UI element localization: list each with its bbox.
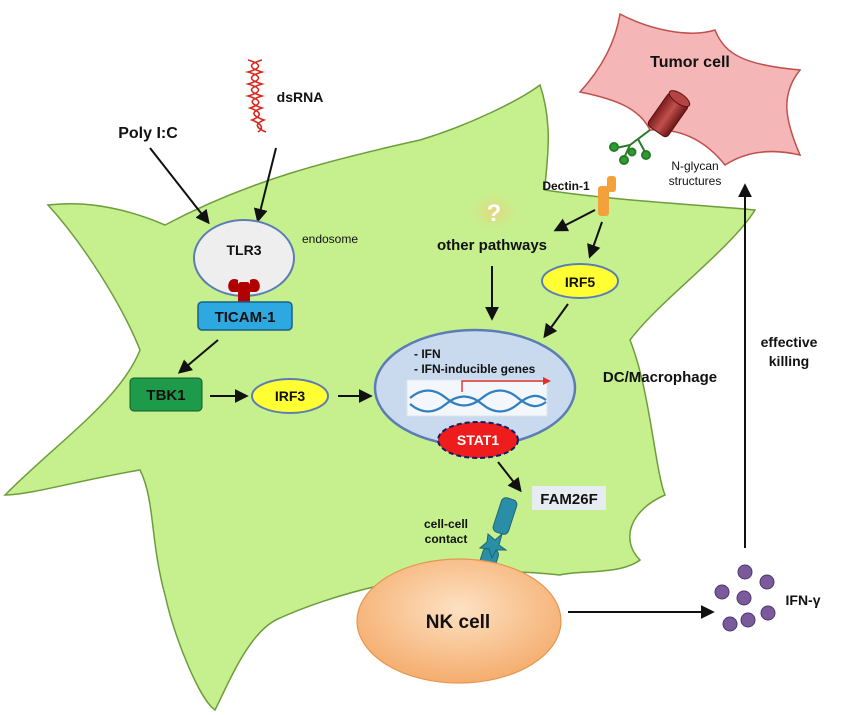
fam26f-bg (532, 486, 606, 510)
tlr3-receptor-icon (228, 278, 260, 304)
ifn-gamma-label: IFN-γ (786, 592, 821, 608)
arrow-dsrna-tlr3 (253, 147, 277, 223)
tumor-receptor-icon (647, 90, 691, 138)
arrow-dectin-other (553, 209, 596, 232)
tbk1-box (129, 377, 203, 412)
arrow-polyic-tlr3 (149, 147, 210, 225)
dc-macrophage-label: DC/Macrophage (603, 369, 717, 386)
arrow-ticam1-tbk1 (177, 339, 219, 374)
arrow-dectin-irf5 (587, 221, 603, 259)
cellcell-label-2: contact (425, 532, 468, 546)
nglycan-label-1: N-glycan (671, 159, 718, 173)
ticam1-label: TICAM-1 (215, 309, 276, 326)
polyic-label: Poly I:C (118, 125, 178, 142)
arrow-stat1-fam26f (497, 461, 522, 493)
stat1-oval (437, 421, 519, 459)
nglycan-label-2: structures (669, 174, 722, 188)
arrow-irf5-nucleus (543, 303, 569, 339)
nk-cell-label: NK cell (426, 612, 490, 633)
tbk1-label: TBK1 (146, 387, 185, 404)
dectin1-label: Dectin-1 (542, 179, 590, 193)
ifn-gamma-molecules-icon (714, 564, 776, 632)
question-mark: ? (487, 200, 502, 227)
transcription-arrow (461, 380, 548, 392)
irf5-oval (541, 263, 619, 299)
dna-panel (406, 379, 548, 417)
tumor-cell (578, 12, 802, 166)
ticam1-box (197, 301, 293, 331)
fam26f-label: FAM26F (540, 491, 598, 508)
irf5-label: IRF5 (565, 274, 596, 290)
endosome-label: endosome (302, 232, 358, 246)
ifn-label: - IFN (414, 347, 441, 361)
effective-label-2: killing (769, 353, 809, 369)
tlr3-label: TLR3 (227, 242, 262, 258)
irf3-label: IRF3 (275, 388, 306, 404)
nk-cell (356, 558, 562, 684)
tumor-cell-label: Tumor cell (650, 54, 730, 71)
question-glow (462, 188, 526, 236)
stat1-label: STAT1 (457, 432, 499, 448)
effective-label-1: effective (761, 334, 818, 350)
cellcell-label-1: cell-cell (424, 517, 468, 531)
irf3-oval (251, 378, 329, 414)
dsrna-label: dsRNA (277, 89, 324, 105)
dna-helix-icon (409, 389, 547, 413)
dectin1-receptor-icon (598, 176, 616, 216)
dsrna-icon (245, 59, 267, 133)
other-pathways-label: other pathways (437, 237, 547, 254)
n-glycan-icon (609, 129, 651, 165)
ifn-genes-label: - IFN-inducible genes (414, 362, 536, 376)
